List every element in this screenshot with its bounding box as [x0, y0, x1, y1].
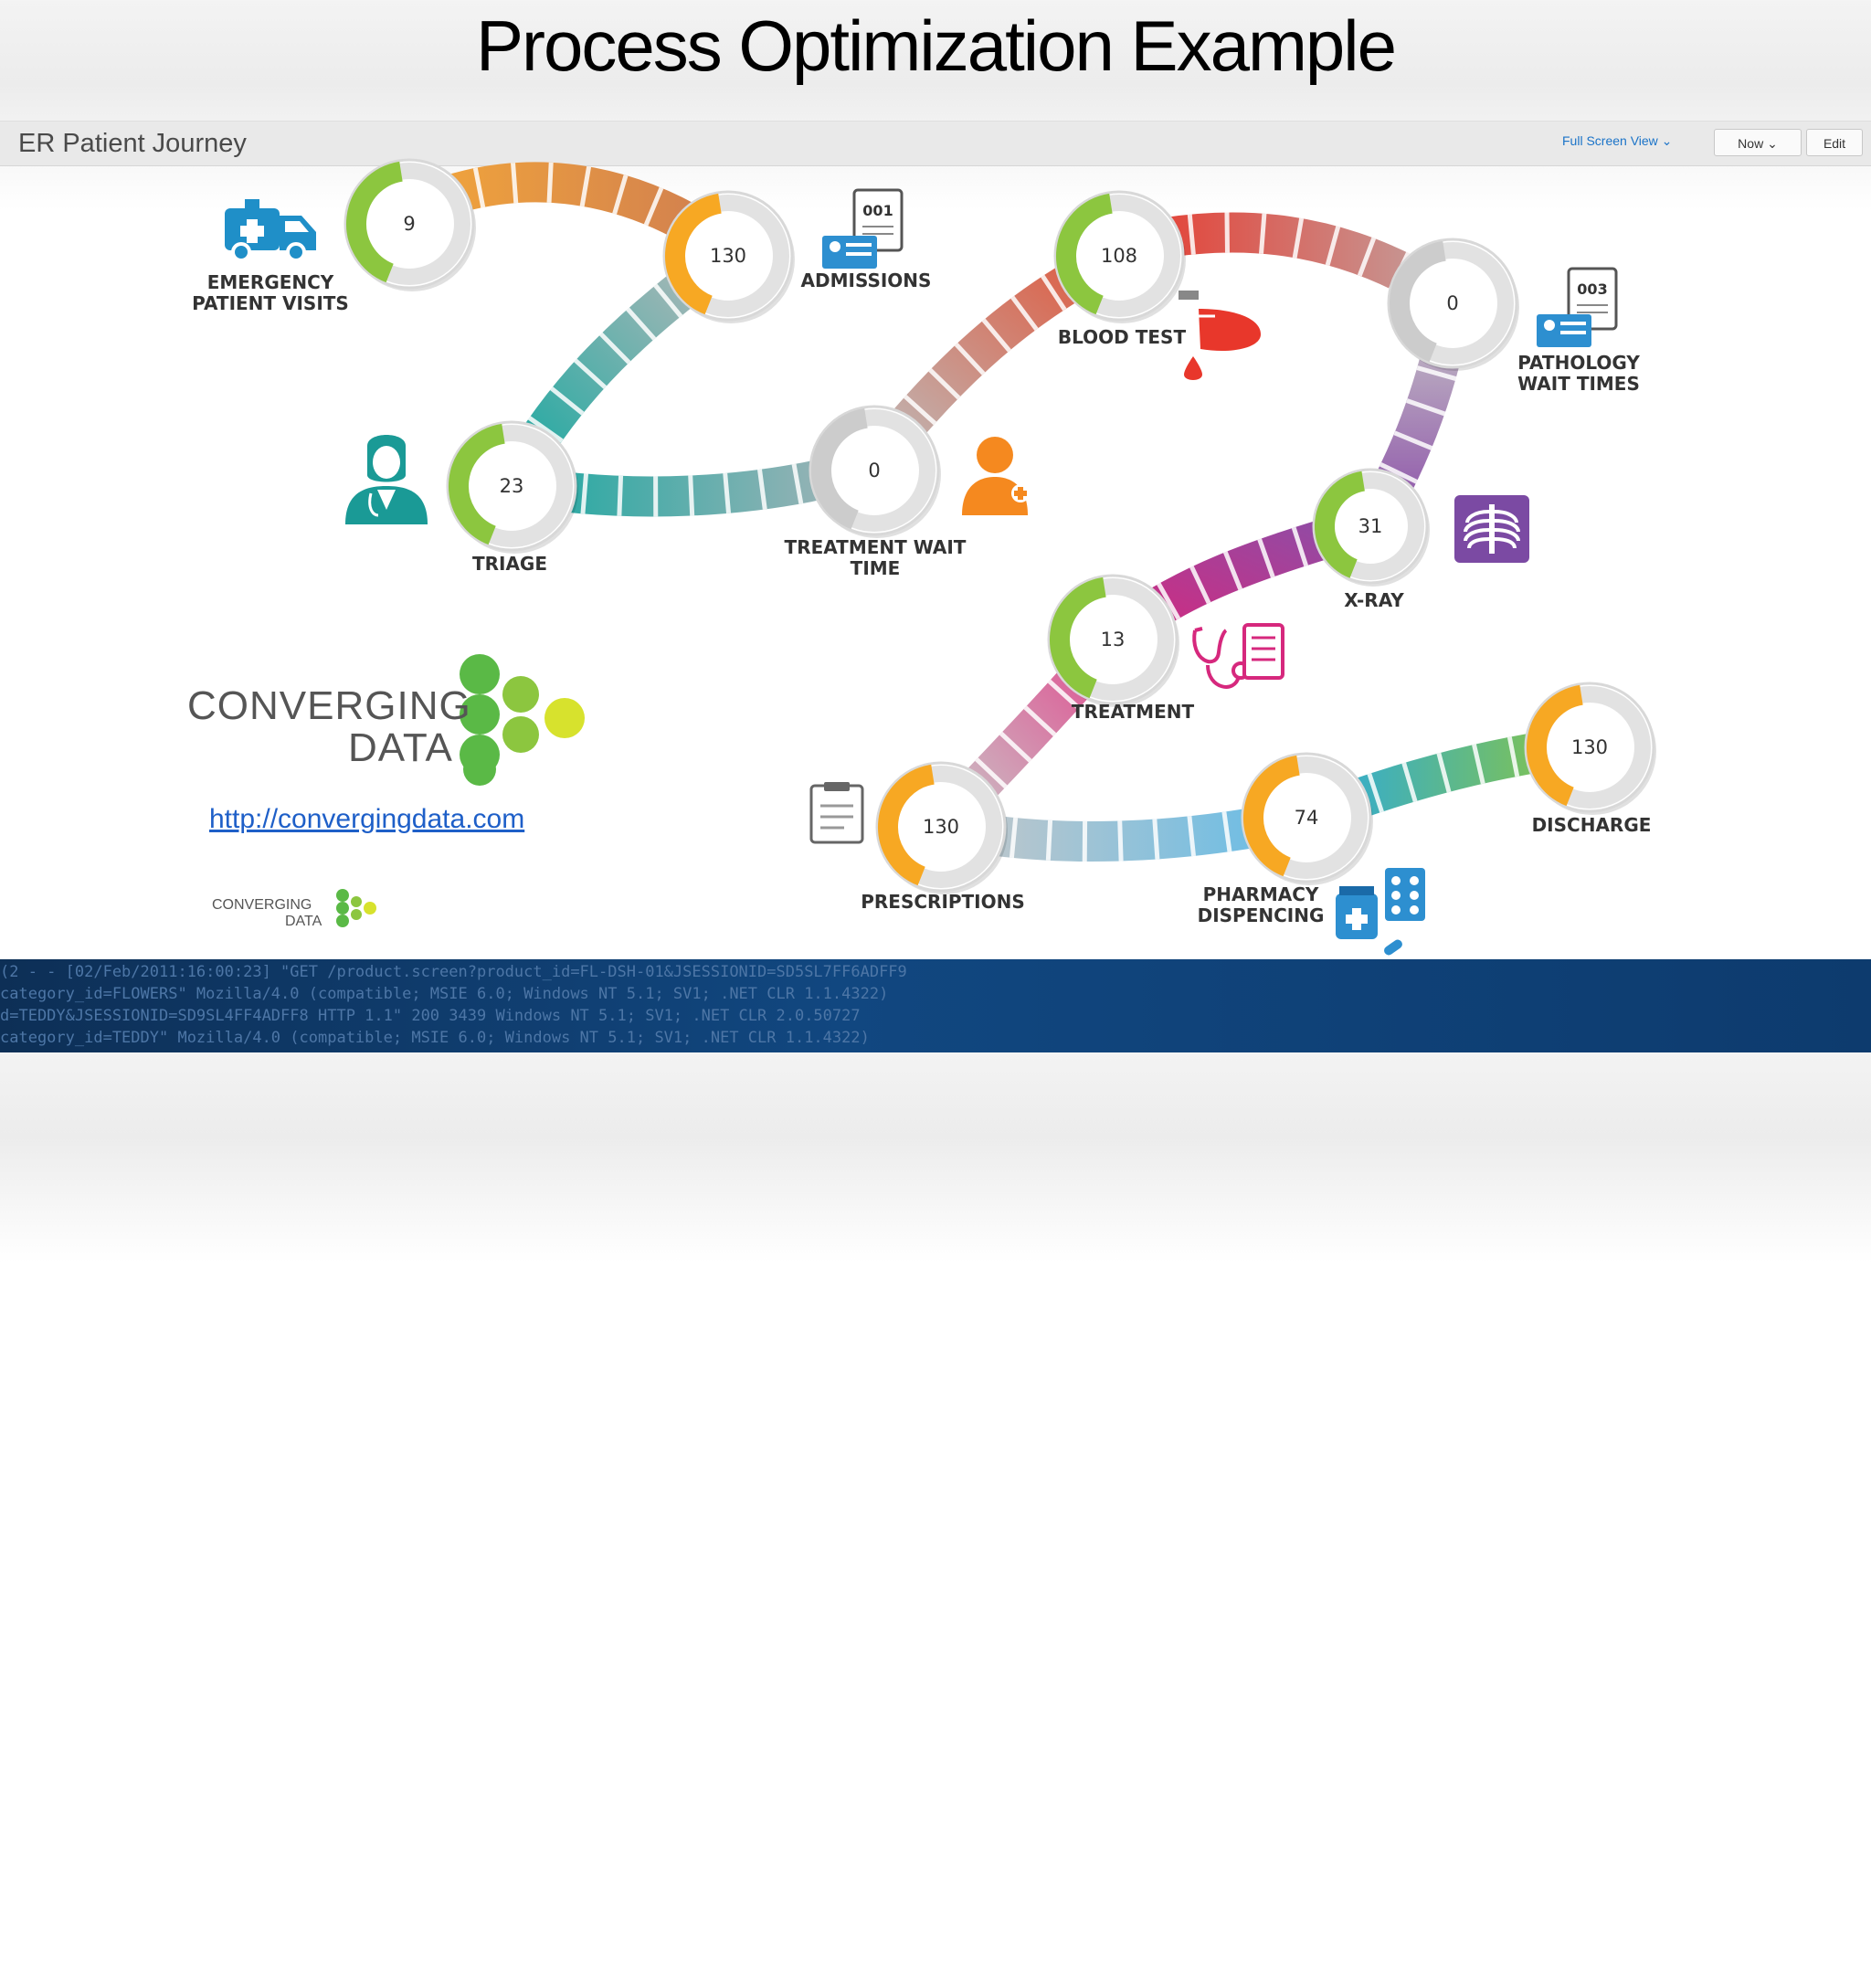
stethoscope-clipboard-icon — [1192, 623, 1284, 689]
ambulance-icon — [225, 199, 316, 262]
splunk-logo: splunk> — [1466, 1934, 1642, 1987]
time-picker-button[interactable]: Now ⌄ — [1714, 129, 1802, 156]
stage-gauge: 13 — [1047, 574, 1179, 707]
stage-gauge: 23 — [446, 420, 578, 554]
xray-icon — [1454, 495, 1529, 563]
stage-value: 23 — [500, 475, 524, 497]
brand-name-line2: DATA — [348, 725, 453, 770]
stage-label: BLOOD TEST — [1058, 326, 1187, 348]
log-line: d=TEDDY&JSESSIONID=SD9SL4FF4ADFF8 HTTP 1… — [0, 1007, 861, 1025]
nurse-icon — [962, 437, 1030, 515]
stage-gauge: 9 — [344, 158, 476, 291]
stage-gauge: 130 — [662, 190, 795, 323]
stage-label: ADMISSIONS — [801, 270, 932, 291]
dashboard-header: ER Patient Journey Full Screen View ⌄ No… — [0, 121, 1871, 166]
pill-bottle-icon — [1336, 868, 1425, 956]
clipboard-card-icon: 003 — [1537, 267, 1618, 347]
svg-text:001: 001 — [862, 202, 893, 219]
log-line: category_id=TEDDY" Mozilla/4.0 (compatib… — [0, 1029, 870, 1047]
svg-text:003: 003 — [1577, 280, 1607, 298]
stage-gauge: 130 — [1524, 682, 1656, 815]
stage-label: PATHOLOGY — [1517, 352, 1640, 374]
log-line: (2 - - [02/Feb/2011:16:00:23] "GET /prod… — [0, 963, 907, 981]
stage-label: TREATMENT WAIT — [785, 536, 967, 558]
stage-gauge: 130 — [875, 761, 1008, 894]
blood-drop-hand-icon — [1179, 291, 1261, 380]
journey-diagram: 9 130 23 0 108 0 31 13 130 74 130 EMERGENCYPATIENT… — [192, 158, 1656, 956]
clipboard-card-icon: 001 — [822, 188, 904, 269]
stage-label: PRESCRIPTIONS — [861, 891, 1025, 913]
stage-label: X-RAY — [1344, 589, 1404, 611]
dashboard-title: ER Patient Journey — [18, 129, 247, 158]
stage-label: TREATMENT — [1072, 701, 1195, 723]
stage-value: 9 — [403, 213, 415, 235]
stage-label: WAIT TIMES — [1517, 373, 1640, 395]
stage-label: EMERGENCY — [207, 271, 334, 293]
stage-gauge: 0 — [809, 405, 941, 538]
slide-title: Process Optimization Example — [475, 5, 1397, 86]
converging-data-logo-icon — [460, 654, 585, 786]
brand-name-line1: CONVERGING — [187, 683, 471, 728]
footer-banner: (2 - - [02/Feb/2011:16:00:23] "GET /prod… — [0, 959, 1871, 1987]
stage-gauge: 0 — [1387, 238, 1519, 371]
stage-value: 108 — [1101, 245, 1137, 267]
full-screen-view-link[interactable]: Full Screen View ⌄ — [1562, 133, 1673, 148]
website-link[interactable]: http://convergingdata.com — [209, 804, 525, 834]
stage-label: DISPENCING — [1198, 904, 1325, 926]
stage-value: 0 — [868, 460, 880, 481]
small-brand-line2: DATA — [285, 914, 322, 929]
stage-label: PATIENT VISITS — [192, 292, 349, 314]
log-line: category_id=FLOWERS" Mozilla/4.0 (compat… — [0, 985, 889, 1003]
small-brand-line1: CONVERGING — [212, 897, 312, 913]
doctor-icon — [345, 435, 428, 524]
stage-value: 31 — [1358, 515, 1383, 537]
prescription-clipboard-icon — [809, 782, 864, 844]
stage-value: 130 — [710, 245, 746, 267]
stage-value: 130 — [1571, 736, 1608, 758]
stage-gauge: 74 — [1241, 752, 1373, 885]
stage-gauge: 31 — [1312, 468, 1430, 587]
stage-value: 0 — [1446, 292, 1458, 314]
splunk-tagline: listen to your data — [1638, 1953, 1804, 1977]
stage-value: 74 — [1295, 807, 1319, 829]
stage-label: PHARMACY — [1203, 883, 1319, 905]
stage-label: DISCHARGE — [1532, 814, 1652, 836]
stage-value: 13 — [1101, 629, 1126, 650]
stage-label: TIME — [851, 557, 901, 579]
stage-value: 130 — [923, 816, 959, 838]
edit-button[interactable]: Edit — [1806, 129, 1863, 156]
small-converging-data-logo-icon — [336, 889, 376, 927]
stage-label: TRIAGE — [472, 553, 547, 575]
stage-gauge: 108 — [1053, 190, 1186, 323]
